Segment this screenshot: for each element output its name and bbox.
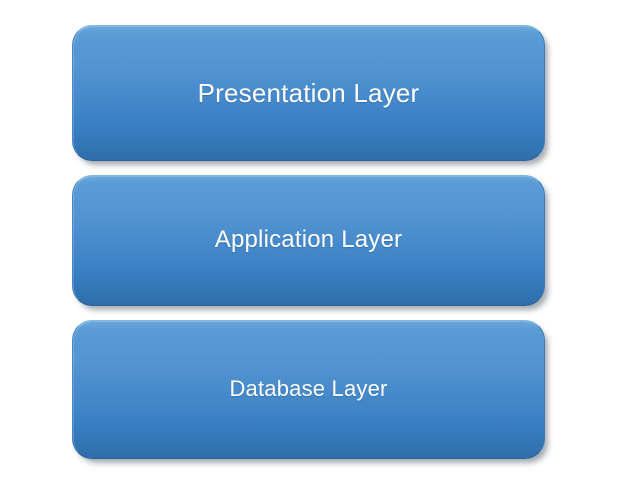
layer-label-presentation: Presentation Layer	[197, 77, 420, 108]
layer-label-application: Application Layer	[214, 226, 403, 254]
layer-box-presentation[interactable]: Presentation Layer	[72, 25, 545, 161]
layer-label-database: Database Layer	[229, 376, 388, 402]
layer-box-application[interactable]: Application Layer	[72, 175, 545, 306]
layer-box-database[interactable]: Database Layer	[72, 320, 545, 459]
